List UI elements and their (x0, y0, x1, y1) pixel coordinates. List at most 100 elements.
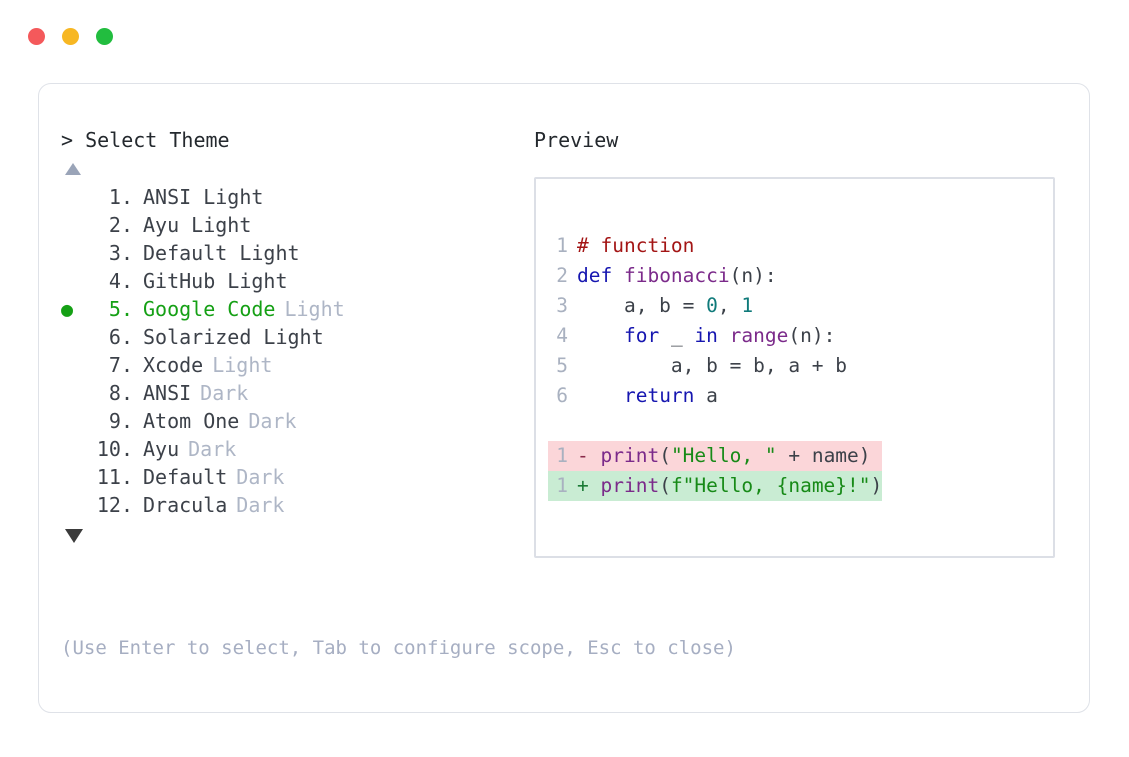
code-token: def (577, 264, 624, 287)
page-title: Select Theme (85, 128, 230, 152)
theme-item-index: 10. (96, 437, 133, 461)
theme-list-item[interactable]: 3.Default Light (61, 239, 531, 267)
window-controls (28, 28, 113, 45)
code-token: print (600, 474, 660, 497)
code-line: 6 return a (548, 381, 882, 411)
code-token: "Hello, " (670, 444, 777, 467)
line-number: 3 (556, 294, 568, 317)
line-number: 1 (556, 444, 568, 467)
theme-item-index: 4. (108, 269, 133, 293)
theme-item-variant: Dark (200, 381, 249, 405)
theme-item-name: Dracula (143, 493, 228, 517)
line-number: 6 (556, 384, 568, 407)
code-token: in (694, 324, 718, 347)
code-line: 1 # function (548, 231, 882, 261)
code-token: return (623, 384, 695, 407)
theme-list-item[interactable]: 10. Ayu Dark (61, 435, 531, 463)
code-token (718, 324, 730, 347)
theme-item-variant: Light (284, 297, 345, 321)
theme-item-variant: Dark (236, 465, 285, 489)
theme-list-item[interactable]: 11. Default Dark (61, 463, 531, 491)
code-token: f"Hello, {name}!" (670, 474, 871, 497)
code-token: ( (659, 444, 671, 467)
theme-list-item[interactable]: 7. Xcode Light (61, 351, 531, 379)
theme-item-index: 7. (108, 353, 133, 377)
theme-list-item[interactable]: 9. Atom One Dark (61, 407, 531, 435)
theme-item-index: 2. (108, 213, 133, 237)
theme-item-name: Ayu Light (143, 213, 252, 237)
code-token: fibonacci (623, 264, 730, 287)
line-number: 5 (556, 354, 568, 377)
theme-item-variant: Light (212, 353, 273, 377)
theme-item-name: Xcode (143, 353, 204, 377)
theme-list-item[interactable]: 1. ANSI Light (61, 183, 531, 211)
code-line: 3 a, b = 0, 1 (548, 291, 882, 321)
code-token: range (729, 324, 789, 347)
theme-item-variant: Dark (248, 409, 297, 433)
code-token (577, 384, 624, 407)
line-number: 1 (556, 234, 568, 257)
line-number: 2 (556, 264, 568, 287)
theme-item-name: Atom One (143, 409, 240, 433)
theme-list-item[interactable]: 8. ANSI Dark (61, 379, 531, 407)
code-token: + (577, 474, 601, 497)
theme-item-index: 5. (108, 297, 133, 321)
code-token: - (577, 444, 601, 467)
close-window-button[interactable] (28, 28, 45, 45)
theme-list-item[interactable]: 4. GitHub Light (61, 267, 531, 295)
code-token: # function (577, 234, 695, 257)
code-token: ( (659, 474, 671, 497)
code-token: a (694, 384, 718, 407)
line-number: 4 (556, 324, 568, 347)
minimize-window-button[interactable] (62, 28, 79, 45)
code-token: print (600, 444, 660, 467)
theme-item-index: 1. (108, 185, 133, 209)
theme-item-name: Default Light (143, 241, 300, 265)
triangle-down-icon[interactable] (65, 529, 83, 543)
theme-list-item[interactable]: 2. Ayu Light (61, 211, 531, 239)
code-line (548, 411, 882, 441)
theme-list-item[interactable]: 6.Solarized Light (61, 323, 531, 351)
theme-item-name: Default (143, 465, 228, 489)
code-token: ) (870, 474, 883, 497)
theme-item-index: 9. (108, 409, 133, 433)
theme-item-index: 8. (108, 381, 133, 405)
code-token: for (623, 324, 660, 347)
code-line: 4 for _ in range(n): (548, 321, 882, 351)
theme-item-name: ANSI (143, 381, 192, 405)
code-token: + name) (776, 444, 871, 467)
code-token: a, b = b, a + b (577, 354, 848, 377)
code-line-removed: 1- print("Hello, " + name) (548, 441, 883, 471)
prompt-line: > Select Theme (61, 129, 531, 151)
theme-item-name: Ayu (143, 437, 180, 461)
prompt-caret-icon: > (61, 128, 74, 152)
code-token: 0 (706, 294, 718, 317)
line-number: 1 (556, 474, 568, 497)
help-hint-text: (Use Enter to select, Tab to configure s… (61, 637, 736, 659)
theme-item-name: GitHub Light (143, 269, 288, 293)
theme-item-index: 12. (96, 493, 133, 517)
code-line-added: 1 + print(f"Hello, {name}!") (548, 471, 883, 501)
code-token: 1 (741, 294, 754, 317)
code-token: (n): (729, 264, 777, 287)
theme-item-variant: Dark (188, 437, 237, 461)
code-line: 2 def fibonacci(n): (548, 261, 882, 291)
theme-item-name: Solarized Light (143, 325, 324, 349)
theme-list-item[interactable]: ● 5. Google Code Light (61, 295, 531, 323)
code-token: , (717, 294, 742, 317)
theme-item-name: ANSI Light (143, 185, 264, 209)
selected-bullet-icon: ● (61, 297, 74, 321)
theme-item-index: 11. (96, 465, 133, 489)
code-token: _ (659, 324, 695, 347)
code-token: (n): (788, 324, 836, 347)
maximize-window-button[interactable] (96, 28, 113, 45)
code-line: 5 a, b = b, a + b (548, 351, 882, 381)
theme-item-name: Google Code (143, 297, 276, 321)
triangle-up-icon[interactable] (65, 163, 81, 175)
